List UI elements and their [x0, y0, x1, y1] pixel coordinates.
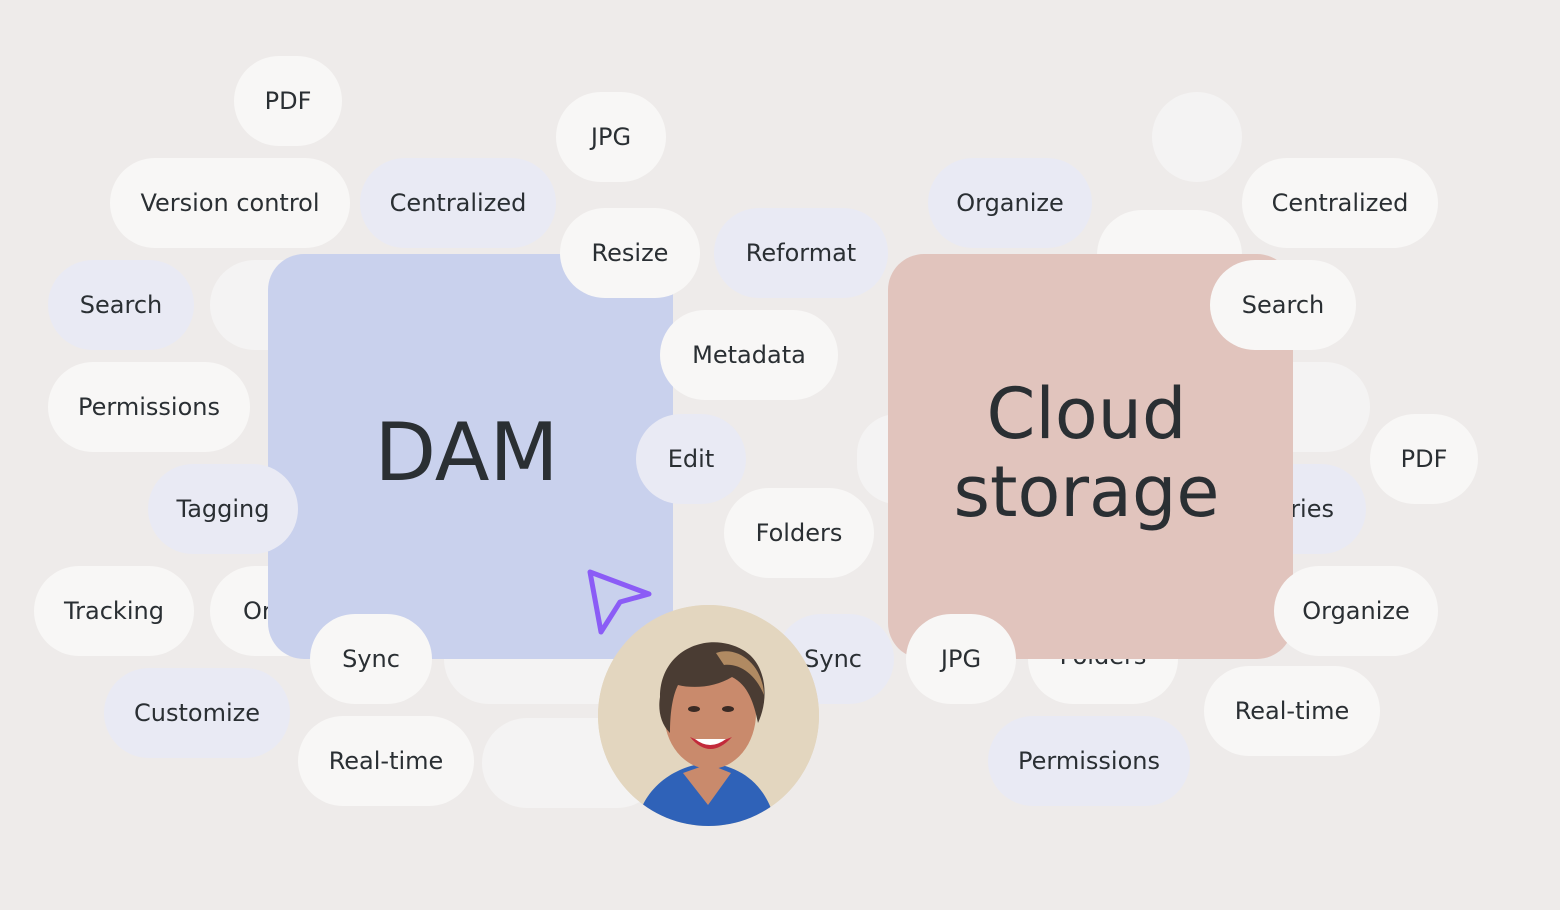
- tag-label: Folders: [755, 519, 843, 547]
- tag-pill-customize: Customize: [104, 668, 290, 758]
- cloud-title-line1: Cloud: [986, 372, 1187, 455]
- tag-label: Or: [243, 597, 272, 625]
- tag-label: Customize: [134, 699, 260, 727]
- cloud-storage-title: Cloud storage: [954, 375, 1220, 531]
- tag-label: Version control: [140, 189, 320, 217]
- tag-pill-edit: Edit: [636, 414, 746, 504]
- tag-pill-organize: Organize: [928, 158, 1092, 248]
- tag-pill-jpg-right: JPG: [906, 614, 1016, 704]
- tag-pill-centralized: Centralized: [360, 158, 556, 248]
- tag-label: JPG: [940, 645, 982, 673]
- cloud-storage-card: Cloud storage: [888, 254, 1293, 659]
- tag-label: Organize: [956, 189, 1064, 217]
- tag-label: PDF: [1400, 445, 1448, 473]
- tag-pill-pdf: PDF: [234, 56, 342, 146]
- tag-pill-real-time: Real-time: [298, 716, 474, 806]
- tag-pill-permissions-right: Permissions: [988, 716, 1190, 806]
- tag-label: Real-time: [1234, 697, 1350, 725]
- tag-pill-permissions: Permissions: [48, 362, 250, 452]
- tag-pill-search-right: Search: [1210, 260, 1356, 350]
- tag-label: PDF: [264, 87, 312, 115]
- tag-label: Permissions: [1018, 747, 1160, 775]
- tag-pill-jpg: JPG: [556, 92, 666, 182]
- tag-label: Metadata: [692, 341, 806, 369]
- tag-label: Tracking: [64, 597, 164, 625]
- tag-label: Reformat: [745, 239, 857, 267]
- tag-pill-reformat: Reformat: [714, 208, 888, 298]
- tag-label: JPG: [590, 123, 632, 151]
- dam-title: DAM: [374, 405, 559, 499]
- tag-label: ries: [1290, 495, 1334, 523]
- pointer-arrow-icon: [587, 569, 652, 635]
- faded-pill: [1152, 92, 1242, 182]
- tag-label: Sync: [804, 645, 862, 673]
- tag-pill-pdf-right: PDF: [1370, 414, 1478, 504]
- tag-label: Permissions: [78, 393, 220, 421]
- tag-pill-centralized-right: Centralized: [1242, 158, 1438, 248]
- avatar-illustration: [598, 605, 819, 826]
- tag-label: Tagging: [176, 495, 270, 523]
- tag-pill-sync: Sync: [310, 614, 432, 704]
- tag-pill-search: Search: [48, 260, 194, 350]
- tag-label: Edit: [667, 445, 715, 473]
- tag-label: Search: [1241, 291, 1325, 319]
- tag-pill-organize-right: Organize: [1274, 566, 1438, 656]
- tag-label: Centralized: [389, 189, 527, 217]
- tag-pill-metadata: Metadata: [660, 310, 838, 400]
- tag-pill-resize: Resize: [560, 208, 700, 298]
- tag-label: Sync: [342, 645, 400, 673]
- cloud-title-line2: storage: [953, 450, 1220, 533]
- tag-label: Real-time: [328, 747, 444, 775]
- dam-card: DAM: [268, 254, 673, 659]
- tag-pill-folders: Folders: [724, 488, 874, 578]
- tag-pill-tracking: Tracking: [34, 566, 194, 656]
- user-avatar: [598, 605, 819, 826]
- tag-pill-tagging: Tagging: [148, 464, 298, 554]
- tag-label: Resize: [591, 239, 669, 267]
- tag-label: Organize: [1302, 597, 1410, 625]
- tag-label: Search: [79, 291, 163, 319]
- tag-pill-version-control: Version control: [110, 158, 350, 248]
- tag-label: Centralized: [1271, 189, 1409, 217]
- tag-pill-real-time-right: Real-time: [1204, 666, 1380, 756]
